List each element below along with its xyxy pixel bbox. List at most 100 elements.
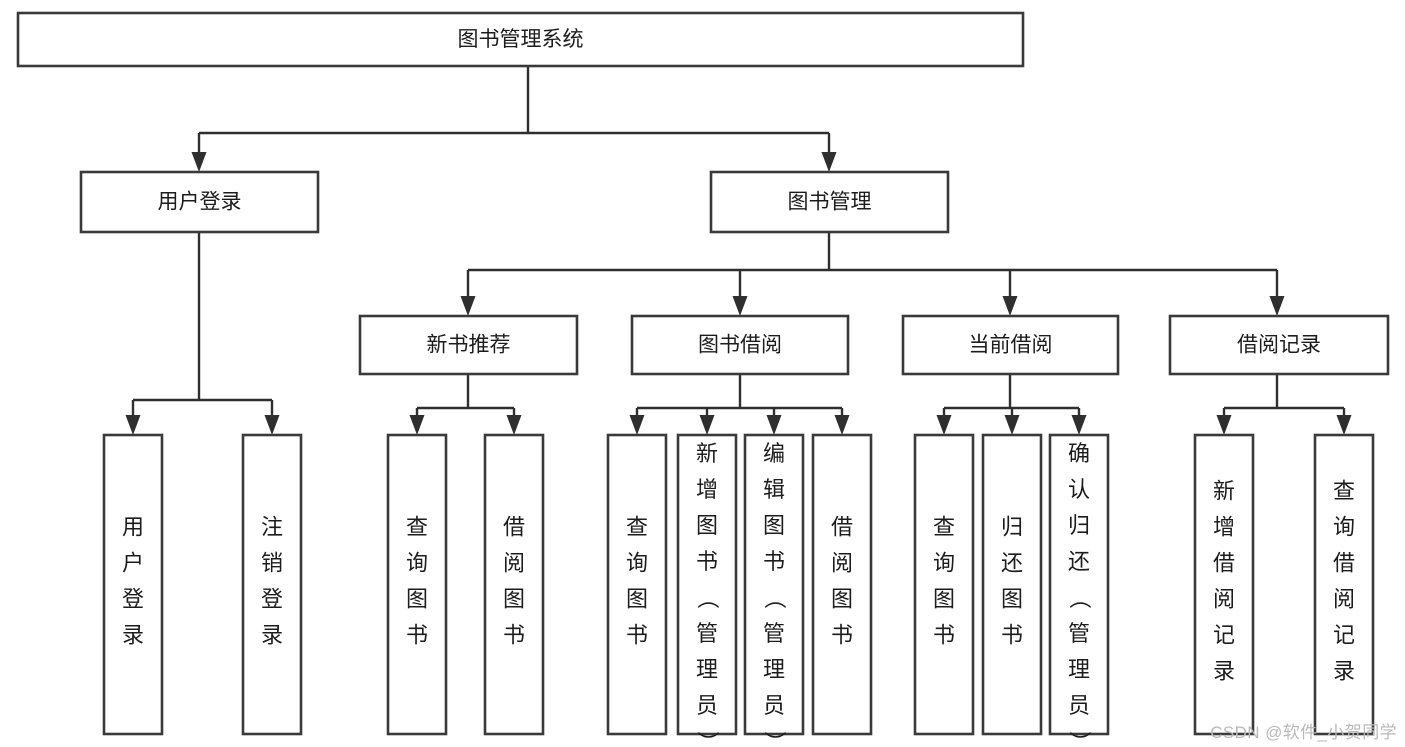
node-box-user-login[interactable] <box>79 170 320 234</box>
node-box-current-borrow[interactable] <box>901 314 1120 376</box>
leafgroup-1-drop-1-arrowhead <box>506 415 522 435</box>
svg-text:借: 借 <box>831 515 853 540</box>
svg-text:图: 图 <box>626 587 648 612</box>
node-user-login[interactable]: 用户登录 <box>79 170 320 234</box>
svg-text:询: 询 <box>406 551 428 576</box>
level3-drop-2-arrowhead <box>1002 296 1018 316</box>
svg-text:书: 书 <box>503 623 525 648</box>
svg-text:记: 记 <box>1333 623 1355 648</box>
node-box-new-book-recommend[interactable] <box>358 314 579 376</box>
svg-text:归: 归 <box>1001 515 1023 540</box>
svg-text:查: 查 <box>626 515 648 540</box>
svg-text:户: 户 <box>122 551 144 576</box>
svg-text:（: （ <box>695 587 720 609</box>
node-box-inner-new-book-recommend <box>361 317 576 373</box>
node-box-inner-leaf-add-book-admin <box>679 436 735 733</box>
node-box-leaf-borrow-book-recommend[interactable] <box>483 433 545 736</box>
leafgroup-3-drop-1-arrowhead <box>1004 415 1020 435</box>
node-label-root: 图书管理系统 <box>458 28 584 51</box>
node-box-leaf-add-book-admin[interactable] <box>676 433 738 736</box>
level3-drop-0-arrowhead <box>460 296 476 316</box>
leafgroup-2-drop-0-arrowhead <box>629 415 645 435</box>
node-box-leaf-query-book-borrow[interactable] <box>606 433 668 736</box>
node-box-leaf-query-book-recommend[interactable] <box>386 433 448 736</box>
node-box-root[interactable] <box>16 11 1025 68</box>
svg-text:书: 书 <box>1001 623 1023 648</box>
svg-text:图: 图 <box>406 587 428 612</box>
node-box-inner-leaf-edit-book-admin <box>746 436 802 733</box>
svg-text:辑: 辑 <box>763 477 785 502</box>
node-box-leaf-return-book[interactable] <box>981 433 1043 736</box>
node-box-leaf-add-borrow-record[interactable] <box>1193 433 1255 736</box>
svg-text:员: 员 <box>763 693 785 718</box>
svg-text:新: 新 <box>1213 479 1235 504</box>
leafgroup-0-drop-0-arrowhead <box>125 415 141 435</box>
node-box-inner-leaf-borrow-book-recommend <box>486 436 542 733</box>
node-box-inner-leaf-confirm-return-admin <box>1051 436 1107 733</box>
svg-text:归: 归 <box>1068 513 1090 538</box>
node-box-borrow-record[interactable] <box>1168 314 1390 376</box>
svg-text:（: （ <box>762 587 787 609</box>
svg-text:书: 书 <box>406 623 428 648</box>
node-box-leaf-borrow-book[interactable] <box>811 433 873 736</box>
node-leaf-user-login[interactable]: 用户登录 <box>102 433 164 736</box>
svg-text:编: 编 <box>763 441 785 466</box>
svg-text:增: 增 <box>696 477 718 502</box>
leafgroup-3-drop-0-arrowhead <box>936 415 952 435</box>
node-label-book-manage: 图书管理 <box>788 191 872 214</box>
node-box-leaf-edit-book-admin[interactable] <box>743 433 805 736</box>
svg-text:借: 借 <box>1333 551 1355 576</box>
node-box-book-borrow[interactable] <box>630 314 850 376</box>
leafgroup-1-drop-0-arrowhead <box>409 415 425 435</box>
node-box-leaf-query-book-current[interactable] <box>913 433 975 736</box>
node-box-inner-root <box>19 14 1022 65</box>
svg-text:书: 书 <box>933 623 955 648</box>
root-drop-1-arrowhead <box>821 152 837 172</box>
svg-text:员: 员 <box>1068 693 1090 718</box>
node-label-borrow-record: 借阅记录 <box>1237 334 1321 357</box>
svg-text:询: 询 <box>933 551 955 576</box>
node-label-new-book-recommend: 新书推荐 <box>427 334 511 357</box>
node-box-leaf-logout[interactable] <box>241 433 303 736</box>
node-box-book-manage[interactable] <box>709 170 950 234</box>
svg-text:图: 图 <box>696 513 718 538</box>
node-current-borrow[interactable]: 当前借阅 <box>901 314 1120 376</box>
connector-edges <box>125 66 1352 435</box>
node-box-leaf-user-login[interactable] <box>102 433 164 736</box>
node-box-inner-book-manage <box>712 173 947 231</box>
node-box-leaf-confirm-return-admin[interactable] <box>1048 433 1110 736</box>
svg-text:书: 书 <box>763 549 785 574</box>
node-box-inner-leaf-logout <box>244 436 300 733</box>
node-root[interactable]: 图书管理系统 <box>16 11 1025 68</box>
node-new-book-recommend[interactable]: 新书推荐 <box>358 314 579 376</box>
svg-text:理: 理 <box>763 657 785 682</box>
node-book-borrow[interactable]: 图书借阅 <box>630 314 850 376</box>
svg-text:）: ） <box>1067 731 1092 747</box>
node-borrow-record[interactable]: 借阅记录 <box>1168 314 1390 376</box>
node-book-manage[interactable]: 图书管理 <box>709 170 950 234</box>
leafgroup-4-drop-1-arrowhead <box>1336 415 1352 435</box>
svg-text:（: （ <box>1067 587 1092 609</box>
svg-text:图: 图 <box>933 587 955 612</box>
node-label-book-borrow: 图书借阅 <box>698 334 782 357</box>
node-box-leaf-query-borrow-record[interactable] <box>1313 433 1375 736</box>
svg-text:理: 理 <box>1068 657 1090 682</box>
